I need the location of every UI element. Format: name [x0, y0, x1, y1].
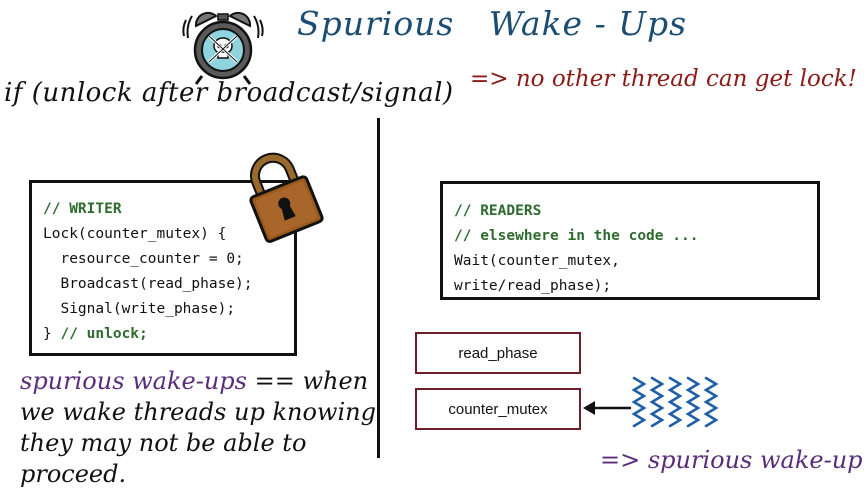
reader-line-4: write/read_phase);	[454, 278, 612, 294]
note-lead: spurious wake-ups	[20, 367, 247, 395]
alarm-clock-skull-icon	[182, 11, 264, 85]
padlock-icon	[249, 152, 324, 243]
writer-line-3: resource_counter = 0;	[43, 251, 244, 267]
page-title: Spurious Wake - Ups	[297, 4, 688, 43]
condition-text: if (unlock after broadcast/signal)	[4, 78, 454, 108]
arrow-left-icon	[583, 401, 631, 415]
writer-line-4: Broadcast(read_phase);	[43, 276, 253, 292]
counter-mutex-box: counter_mutex	[415, 388, 581, 430]
writer-code-box: // WRITER Lock(counter_mutex) { resource…	[29, 180, 297, 356]
waiting-threads-icon	[631, 376, 719, 428]
spurious-wakeup-label: => spurious wake-up	[600, 446, 863, 474]
writer-line-5: Signal(write_phase);	[43, 301, 236, 317]
reader-line-3: Wait(counter_mutex,	[454, 253, 620, 269]
read-phase-box: read_phase	[415, 332, 581, 374]
writer-line-6: } // unlock;	[43, 326, 148, 342]
consequence-text: => no other thread can get lock!	[470, 66, 857, 92]
note-rest: == when we wake threads up knowing they …	[20, 367, 376, 488]
vertical-divider	[377, 118, 380, 458]
writer-line-1: // WRITER	[43, 201, 122, 217]
reader-code-box: // READERS // elsewhere in the code ... …	[440, 181, 820, 300]
writer-line-2: Lock(counter_mutex) {	[43, 226, 227, 242]
spurious-definition-note: spurious wake-ups == when we wake thread…	[20, 366, 390, 490]
reader-line-2: // elsewhere in the code ...	[454, 228, 699, 244]
reader-line-1: // READERS	[454, 203, 542, 219]
